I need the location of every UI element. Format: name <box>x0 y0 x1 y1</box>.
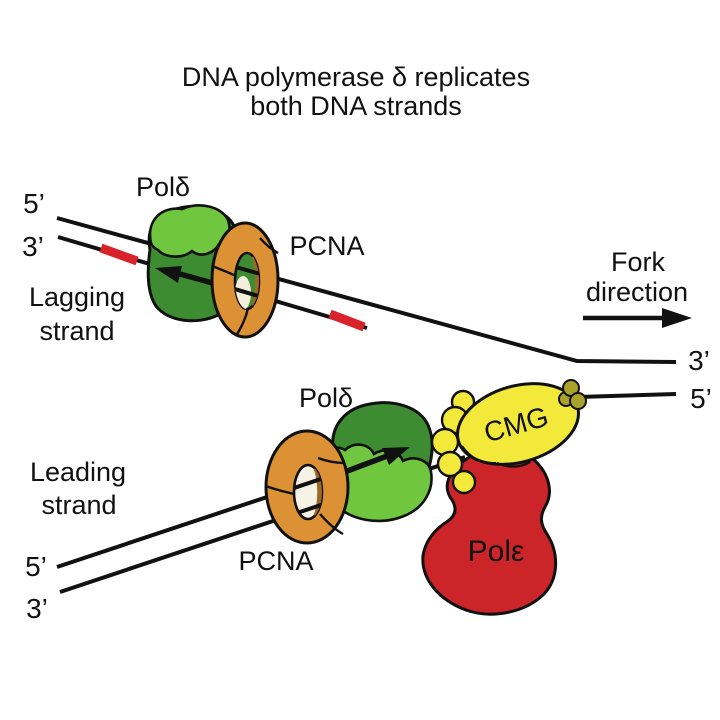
pcna-bottom-label: PCNA <box>238 546 313 576</box>
cmg-seam-2 <box>496 461 531 468</box>
three-prime-bottom-left-label: 3’ <box>26 593 48 624</box>
fork-direction: Fork direction <box>583 247 692 328</box>
leading-strand-label-line1: Leading <box>30 457 126 487</box>
rna-primer-right <box>328 309 366 332</box>
five-prime-bottom-left-label: 5’ <box>25 551 47 582</box>
pcna-bottom-hole-detail <box>294 465 322 519</box>
pcna-bottom-ring <box>264 429 350 545</box>
fork-direction-arrow <box>583 308 692 328</box>
pcna-bottom-seam-bottom <box>319 513 344 536</box>
pcna-top-seam-left <box>211 264 237 278</box>
pcna-bottom-seam-left <box>265 484 295 496</box>
pcna-top-label: PCNA <box>289 231 364 261</box>
diagram-title-line2: both DNA strands <box>250 91 462 121</box>
pcna-top-seam-right <box>259 237 279 255</box>
five-prime-right-label: 5’ <box>690 383 712 414</box>
three-prime-right-label: 3’ <box>688 345 710 376</box>
lagging-strand-label-line2: strand <box>39 316 114 346</box>
pol-delta-bottom-blob <box>323 401 434 523</box>
fork-label-line2: direction <box>586 277 688 307</box>
pcna-top-ring <box>210 221 280 339</box>
diagram-title-line1: DNA polymerase δ replicates <box>182 62 530 92</box>
cmg-helicase-blob: CMG <box>430 379 587 495</box>
five-prime-top-left-label: 5’ <box>23 188 45 219</box>
three-prime-top-left-label: 3’ <box>22 231 44 262</box>
pol-delta-bottom-label: Polδ <box>299 383 353 413</box>
pcna-bottom-seam-right <box>317 456 346 465</box>
leading-strand-label-line2: strand <box>41 490 116 520</box>
lagging-strand-label-line1: Lagging <box>29 282 125 312</box>
pcna-top-seam-bottom <box>234 307 250 337</box>
cmg-exit-bumps <box>558 379 587 410</box>
leading-template-exit <box>577 392 677 399</box>
pol-epsilon-label: Polε <box>468 535 525 568</box>
rna-primer-left <box>99 243 139 266</box>
fork-label-line1: Fork <box>611 247 666 277</box>
pol-delta-top-label: Polδ <box>136 172 190 202</box>
cmg-seam-1 <box>461 445 497 465</box>
